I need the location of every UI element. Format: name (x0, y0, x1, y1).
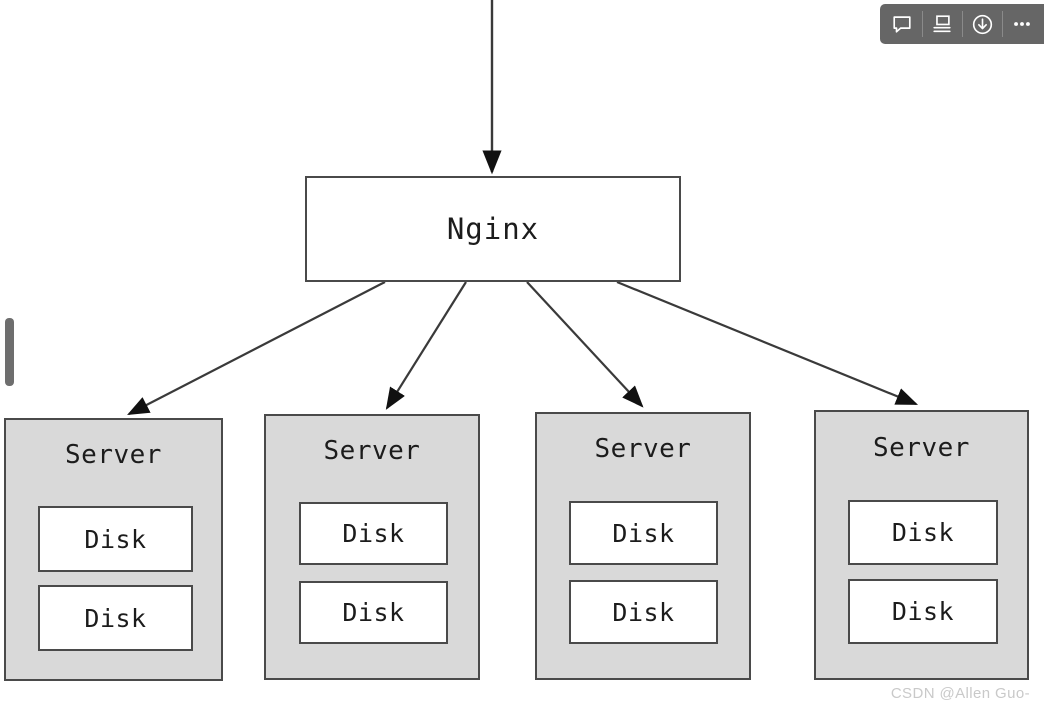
server-node-4: Server Disk Disk (814, 410, 1029, 680)
disk-label: Disk (342, 598, 405, 627)
disk-label: Disk (891, 518, 955, 547)
disk-node: Disk (569, 580, 718, 644)
arrow-nginx-to-server-4 (616, 280, 919, 406)
more-options-icon (1011, 13, 1033, 35)
disk-node: Disk (299, 581, 448, 644)
nginx-node: Nginx (305, 176, 681, 282)
floating-toolbar (880, 4, 1044, 44)
disk-node: Disk (299, 502, 448, 565)
server-node-2: Server Disk Disk (264, 414, 480, 680)
disk-label: Disk (612, 518, 675, 548)
presentation-icon (931, 13, 953, 35)
download-button[interactable] (962, 4, 1002, 44)
disk-node: Disk (569, 501, 718, 565)
disk-label: Disk (84, 603, 147, 633)
comment-button[interactable] (882, 4, 922, 44)
download-icon (971, 13, 994, 36)
vertical-scrollbar-thumb[interactable] (5, 318, 14, 386)
disk-node: Disk (38, 585, 193, 651)
arrow-nginx-to-server-1 (127, 281, 386, 416)
disk-label: Disk (612, 597, 675, 627)
server-node-3: Server Disk Disk (535, 412, 751, 680)
server-label: Server (323, 436, 421, 466)
server-label: Server (594, 434, 692, 464)
disk-node: Disk (848, 579, 998, 644)
nginx-label: Nginx (446, 211, 540, 246)
disk-node: Disk (848, 500, 998, 565)
server-label: Server (65, 440, 162, 470)
server-node-1: Server Disk Disk (4, 418, 223, 681)
csdn-watermark: CSDN @Allen Guo- (890, 685, 1030, 702)
arrow-nginx-to-server-2 (385, 281, 467, 410)
disk-label: Disk (891, 597, 955, 626)
presentation-button[interactable] (922, 4, 962, 44)
disk-label: Disk (84, 524, 147, 554)
arrow-nginx-to-server-3 (526, 281, 644, 408)
server-label: Server (873, 433, 970, 463)
comment-icon (891, 13, 913, 35)
disk-label: Disk (342, 519, 405, 548)
disk-node: Disk (38, 506, 193, 572)
more-options-button[interactable] (1002, 4, 1042, 44)
